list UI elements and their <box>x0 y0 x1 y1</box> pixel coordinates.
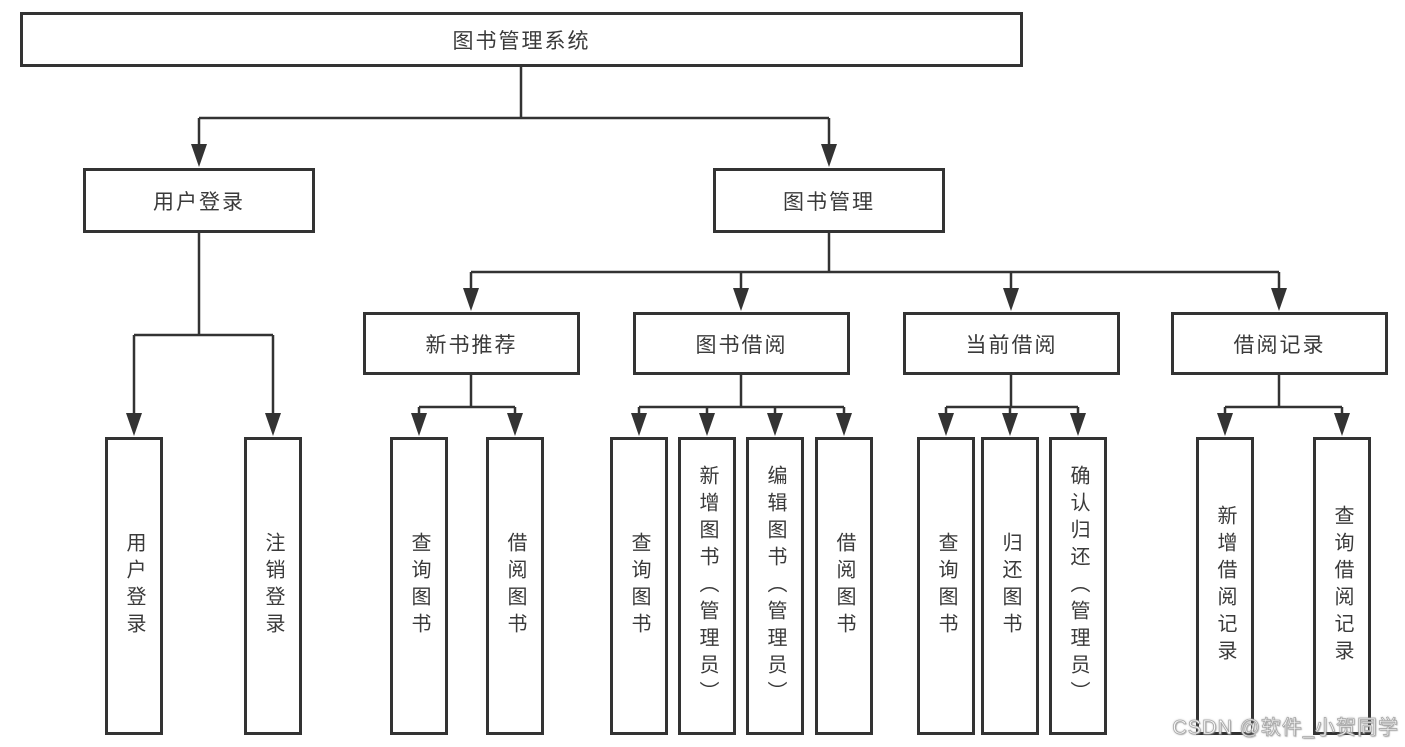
node-book-management: 图书管理 <box>713 168 945 233</box>
node-library-management-system: 图书管理系统 <box>20 12 1023 67</box>
csdn-watermark: CSDN @软件_小贺同学 <box>1172 717 1399 740</box>
leaf-recommend-query-books: 查询图书 <box>390 437 448 735</box>
leaf-borrowing-query-books: 查询图书 <box>610 437 668 735</box>
leaf-current-query-books: 查询图书 <box>917 437 975 735</box>
leaf-current-return-books: 归还图书 <box>981 437 1039 735</box>
leaf-borrowing-edit-books-admin: 编辑图书（管理员） <box>746 437 804 735</box>
leaf-logout: 注销登录 <box>244 437 302 735</box>
leaf-borrowing-borrow-books: 借阅图书 <box>815 437 873 735</box>
leaf-records-query-borrow-record: 查询借阅记录 <box>1313 437 1371 735</box>
node-user-login: 用户登录 <box>83 168 315 233</box>
node-current-borrowing: 当前借阅 <box>903 312 1120 375</box>
leaf-borrowing-add-books-admin: 新增图书（管理员） <box>678 437 736 735</box>
node-new-book-recommendation: 新书推荐 <box>363 312 580 375</box>
leaf-records-add-borrow-record: 新增借阅记录 <box>1196 437 1254 735</box>
node-borrowing-records: 借阅记录 <box>1171 312 1388 375</box>
leaf-recommend-borrow-books: 借阅图书 <box>486 437 544 735</box>
leaf-user-login: 用户登录 <box>105 437 163 735</box>
leaf-current-confirm-return-admin: 确认归还（管理员） <box>1049 437 1107 735</box>
node-book-borrowing: 图书借阅 <box>633 312 850 375</box>
